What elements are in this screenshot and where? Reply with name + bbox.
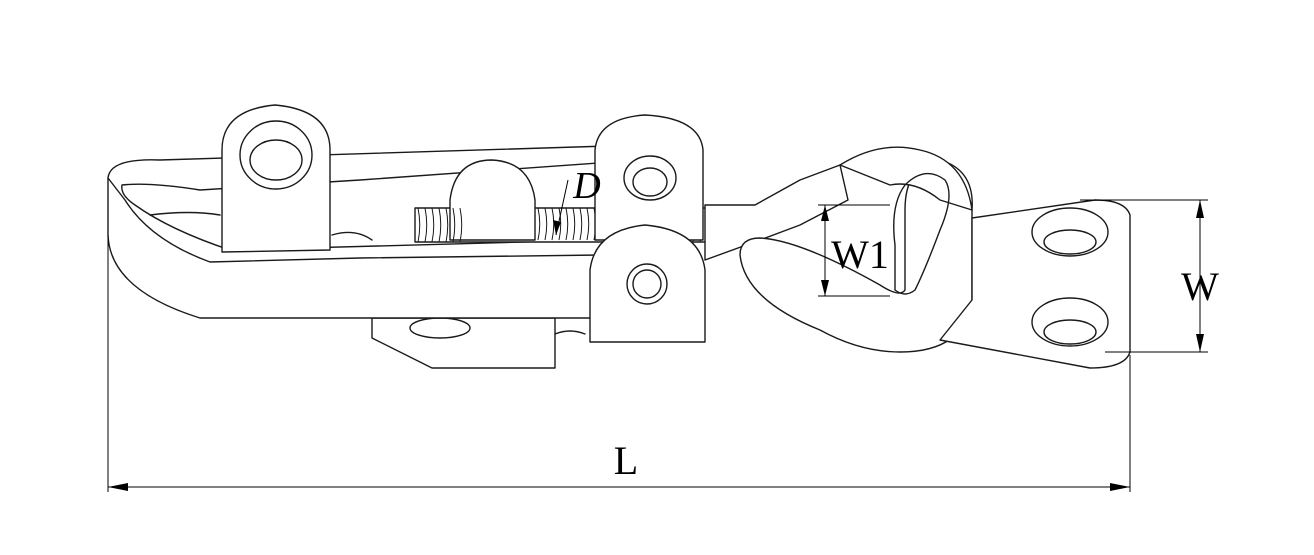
left-lug [221, 104, 331, 253]
thread-ridge [452, 207, 456, 243]
thread-ridge [579, 207, 583, 241]
width-label: W [1181, 264, 1219, 309]
right-upper-lug [594, 114, 704, 241]
length-label: L [614, 438, 638, 483]
thread-ridge [565, 207, 569, 241]
thread-ridge [424, 207, 428, 243]
thread-ridge [431, 207, 435, 243]
dimension-thread-diameter [553, 179, 569, 236]
hook-width-label: W1 [831, 232, 889, 277]
hook-keeper [739, 146, 973, 353]
thread-ridge [551, 207, 555, 241]
dimension-width [1080, 199, 1208, 353]
thread-ridge [438, 207, 442, 243]
thread-diameter-label: D [572, 165, 600, 207]
thread-ridge [586, 207, 590, 241]
base-plate [371, 317, 586, 369]
link-rod [704, 164, 849, 261]
right-lower-lug [589, 224, 706, 343]
thread-ridge [572, 207, 576, 241]
thread-ridge [544, 207, 548, 241]
dimension-length [107, 235, 1131, 492]
thread-ridge [459, 207, 463, 243]
thread-ridge [445, 207, 449, 243]
dimension-hook-width [818, 204, 890, 297]
thread-ridge [417, 207, 421, 243]
thread-ridge [558, 207, 562, 241]
thread-ridge [537, 207, 541, 241]
